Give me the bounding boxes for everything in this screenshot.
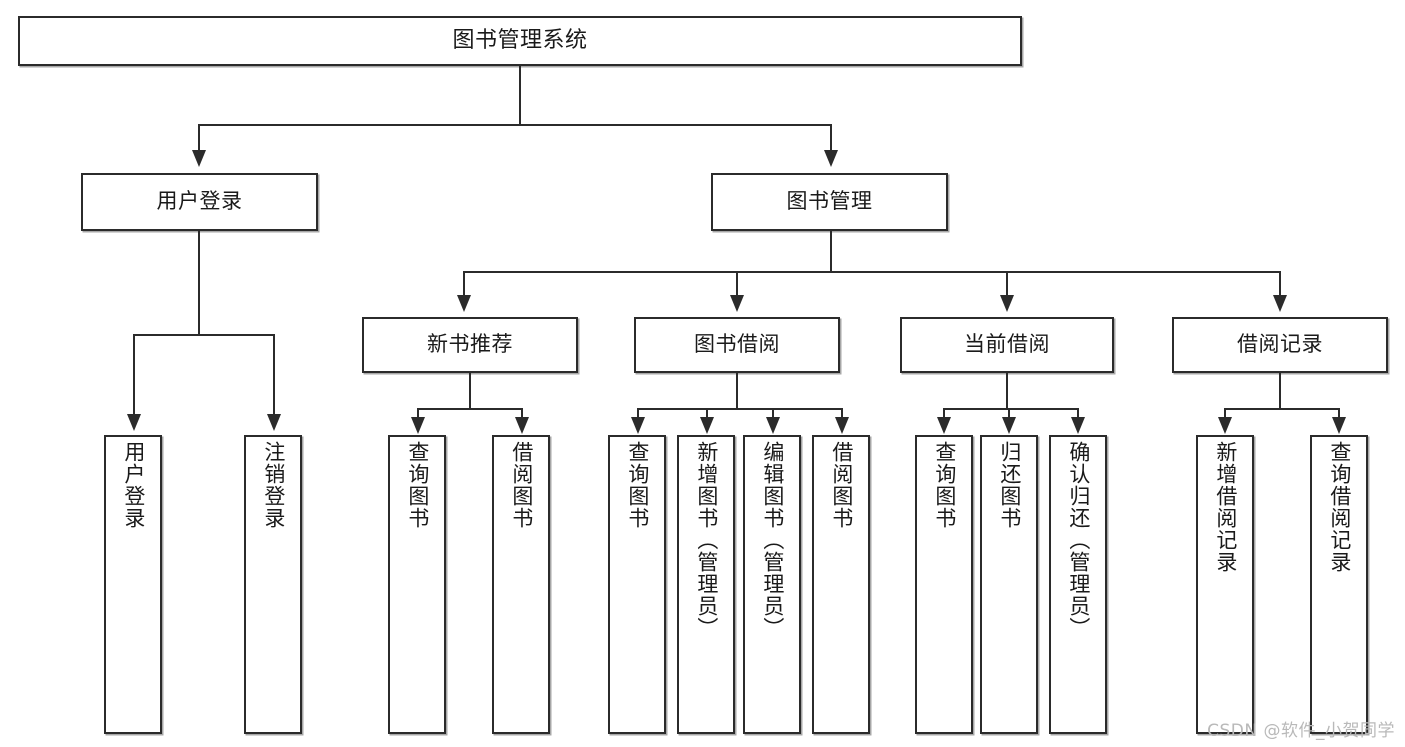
edge-nbr-stem: [469, 373, 471, 409]
edge-to-book-management: [830, 124, 832, 152]
edge-bm-drop-new-book: [463, 271, 465, 297]
edge-bb-drop-2: [706, 408, 708, 420]
arrowhead-leaf-add-book: [700, 417, 714, 434]
edge-bm-drop-book-borrow: [736, 271, 738, 297]
node-label: 确认归还（管理员）: [1066, 441, 1091, 639]
node-label: 图书管理: [786, 189, 873, 214]
node-book-management[interactable]: 图书管理: [711, 173, 948, 231]
leaf-return-book[interactable]: 归还图书: [980, 435, 1038, 734]
node-user-login[interactable]: 用户登录: [81, 173, 318, 231]
edge-cb-stem: [1006, 373, 1008, 409]
arrowhead-leaf-query-record: [1332, 417, 1346, 434]
edge-bb-drop-4: [841, 408, 843, 420]
leaf-add-record[interactable]: 新增借阅记录: [1196, 435, 1254, 734]
node-label: 借阅记录: [1237, 332, 1323, 357]
edge-br-stem: [1279, 373, 1281, 409]
arrowhead-leaf-query-book-2: [631, 417, 645, 434]
leaf-edit-book[interactable]: 编辑图书（管理员）: [743, 435, 801, 734]
edge-nbr-drop-2: [521, 408, 523, 420]
edge-user-login-bus: [133, 334, 275, 336]
node-book-borrow[interactable]: 图书借阅: [634, 317, 840, 373]
leaf-confirm-return[interactable]: 确认归还（管理员）: [1049, 435, 1107, 734]
node-new-book-recommend[interactable]: 新书推荐: [362, 317, 578, 373]
edge-cb-bus: [943, 408, 1078, 410]
arrowhead-leaf-borrow-book-1: [515, 417, 529, 434]
node-root-system[interactable]: 图书管理系统: [18, 16, 1022, 66]
edge-br-drop-2: [1338, 408, 1340, 420]
leaf-query-book-3[interactable]: 查询图书: [915, 435, 973, 734]
arrowhead-leaf-return-book: [1002, 417, 1016, 434]
node-label: 用户登录: [156, 189, 243, 214]
edge-book-management-stem: [830, 231, 832, 272]
edge-br-bus: [1224, 408, 1339, 410]
leaf-query-book-1[interactable]: 查询图书: [388, 435, 446, 734]
arrowhead-leaf-user-login: [127, 414, 141, 431]
edge-bb-drop-3: [772, 408, 774, 420]
leaf-query-record[interactable]: 查询借阅记录: [1310, 435, 1368, 734]
edge-bb-stem: [736, 373, 738, 409]
arrowhead-current-borrow: [1000, 295, 1014, 312]
edge-bm-drop-borrow-record: [1279, 271, 1281, 297]
node-current-borrow[interactable]: 当前借阅: [900, 317, 1114, 373]
arrowhead-book-management: [824, 150, 838, 167]
edge-to-user-login: [198, 124, 200, 152]
edge-cb-drop-2: [1008, 408, 1010, 420]
node-label: 注销登录: [261, 441, 286, 529]
edge-cb-drop-1: [943, 408, 945, 420]
edge-nbr-bus: [417, 408, 522, 410]
edge-root-bus: [198, 124, 832, 126]
arrowhead-leaf-confirm-return: [1071, 417, 1085, 434]
edge-bb-bus: [637, 408, 842, 410]
edge-bb-drop-1: [637, 408, 639, 420]
node-label: 借阅图书: [509, 441, 534, 529]
node-label: 当前借阅: [964, 332, 1050, 357]
node-label: 新增图书（管理员）: [694, 441, 719, 639]
node-borrow-record[interactable]: 借阅记录: [1172, 317, 1388, 373]
edge-user-login-drop-1: [133, 334, 135, 416]
edge-user-login-drop-2: [273, 334, 275, 416]
arrowhead-leaf-user-logout: [267, 414, 281, 431]
node-label: 用户登录: [121, 441, 146, 529]
leaf-user-logout[interactable]: 注销登录: [244, 435, 302, 734]
node-label: 新增借阅记录: [1213, 441, 1238, 573]
edge-br-drop-1: [1224, 408, 1226, 420]
node-label: 图书管理系统: [452, 27, 588, 53]
arrowhead-leaf-query-book-3: [937, 417, 951, 434]
node-label: 借阅图书: [829, 441, 854, 529]
node-label: 查询借阅记录: [1327, 441, 1352, 573]
node-label: 查询图书: [405, 441, 430, 529]
leaf-borrow-book-2[interactable]: 借阅图书: [812, 435, 870, 734]
arrowhead-borrow-record: [1273, 295, 1287, 312]
leaf-query-book-2[interactable]: 查询图书: [608, 435, 666, 734]
edge-bm-drop-current-borrow: [1006, 271, 1008, 297]
arrowhead-leaf-edit-book: [766, 417, 780, 434]
edge-book-management-bus: [463, 271, 1279, 273]
arrowhead-user-login: [192, 150, 206, 167]
node-label: 图书借阅: [694, 332, 780, 357]
edge-nbr-drop-1: [417, 408, 419, 420]
node-label: 查询图书: [932, 441, 957, 529]
arrowhead-new-book-recommend: [457, 295, 471, 312]
leaf-add-book[interactable]: 新增图书（管理员）: [677, 435, 735, 734]
edge-cb-drop-3: [1077, 408, 1079, 420]
arrowhead-leaf-borrow-book-2: [835, 417, 849, 434]
arrowhead-leaf-query-book-1: [411, 417, 425, 434]
node-label: 编辑图书（管理员）: [760, 441, 785, 639]
edge-user-login-stem: [198, 231, 200, 335]
node-label: 归还图书: [997, 441, 1022, 529]
arrowhead-book-borrow: [730, 295, 744, 312]
arrowhead-leaf-add-record: [1218, 417, 1232, 434]
node-label: 新书推荐: [427, 332, 513, 357]
leaf-user-login[interactable]: 用户登录: [104, 435, 162, 734]
edge-root-stem: [519, 66, 521, 125]
node-label: 查询图书: [625, 441, 650, 529]
leaf-borrow-book-1[interactable]: 借阅图书: [492, 435, 550, 734]
